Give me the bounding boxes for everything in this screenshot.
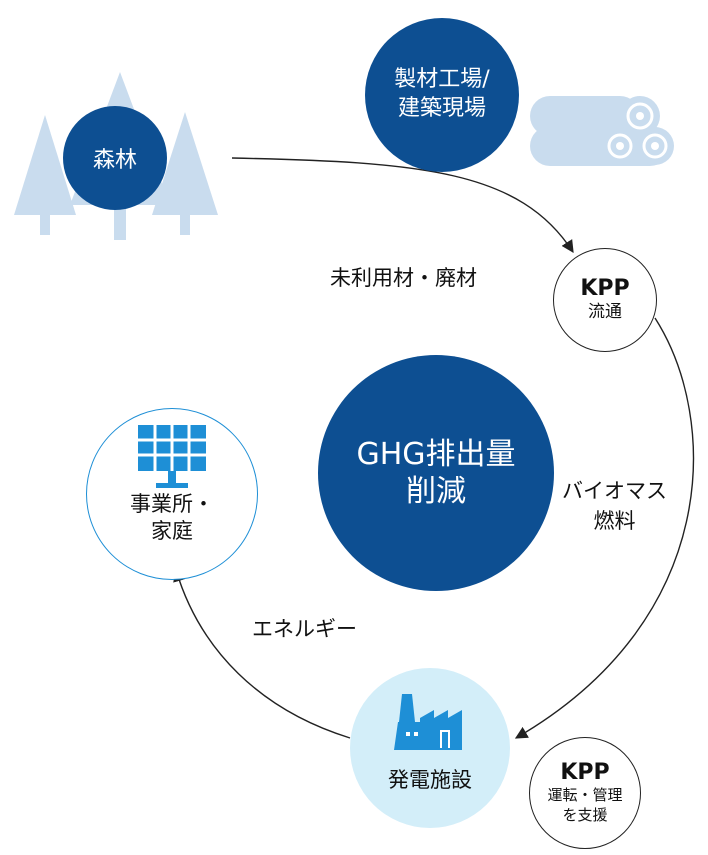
- kpp-support-node: KPP 運転・管理 を支援: [529, 737, 641, 849]
- forest-label: 森林: [92, 148, 137, 173]
- kpp-support-line1: 運転・管理: [547, 785, 623, 804]
- office-home-node: 事業所・ 家庭: [86, 408, 258, 580]
- power-plant-node: 発電施設: [350, 668, 510, 828]
- kpp-support-line2: を支援: [562, 806, 608, 825]
- sawmill-label-line1: 製材工場/: [394, 67, 490, 93]
- kpp-distribution-node: KPP 流通: [553, 248, 657, 352]
- office-label-line2: 家庭: [151, 519, 193, 544]
- forest-node: 森林: [63, 106, 167, 210]
- factory-icon: [394, 694, 462, 750]
- arrow-forest-to-kpp: [231, 157, 574, 254]
- sawmill-label-line2: 建築現場: [397, 96, 486, 121]
- biomass-label-line2: 燃料: [593, 509, 636, 534]
- biomass-label-line1: バイオマス: [562, 479, 667, 503]
- power-plant-label: 発電施設: [388, 768, 472, 792]
- ghg-reduction-node: GHG排出量 削減: [318, 355, 554, 591]
- office-label-line1: 事業所・: [130, 492, 214, 516]
- solar-panel-icon: [138, 425, 206, 488]
- arrow-plant-to-office: [173, 568, 351, 739]
- kpp-distribution-sub: 流通: [588, 302, 622, 323]
- arrow-kpp-to-plant: [514, 317, 695, 739]
- biomass-fuel-label: バイオマス 燃料: [562, 476, 667, 537]
- kpp-support-title: KPP: [560, 759, 610, 785]
- energy-label: エネルギー: [252, 617, 357, 641]
- sawmill-node: 製材工場/ 建築現場: [365, 18, 519, 172]
- ghg-label-line1: GHG排出量: [356, 436, 516, 472]
- kpp-distribution-title: KPP: [580, 275, 630, 301]
- ghg-label-line2: 削減: [406, 474, 466, 509]
- unused-wood-label: 未利用材・廃材: [330, 266, 477, 290]
